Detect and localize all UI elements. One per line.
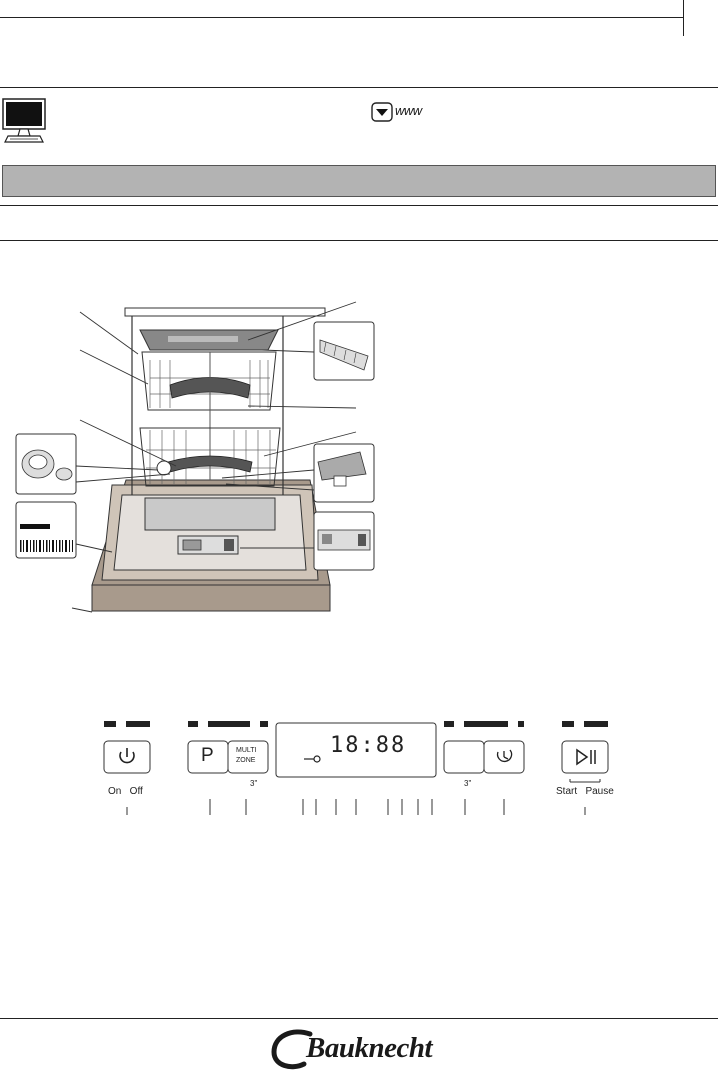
section-rule-1	[0, 87, 718, 88]
www-label: www	[395, 103, 422, 118]
door-base	[91, 584, 331, 612]
dropdown-arrow-icon	[371, 102, 393, 122]
key-icon	[304, 755, 321, 763]
dishwasher-diagram	[0, 290, 390, 630]
key-time: 3"	[250, 779, 258, 788]
section-band	[2, 165, 716, 197]
brand-swoosh-icon	[271, 1029, 313, 1070]
start-pause-button	[561, 740, 609, 774]
start-pause-label: Start Pause	[556, 786, 614, 797]
display-digits: 18:88	[330, 733, 407, 758]
multizone-button	[227, 740, 269, 774]
display-frame	[275, 722, 437, 778]
top-rule-tick	[683, 0, 684, 36]
power-icon	[119, 748, 135, 764]
multizone-line1: MULTI	[236, 747, 257, 754]
top-rule	[0, 17, 684, 18]
eco-button	[443, 740, 485, 774]
multizone-line2: ZONE	[236, 757, 256, 764]
timer-icon	[496, 749, 513, 763]
play-pause-icon	[576, 748, 596, 766]
section-rule-2	[0, 205, 718, 206]
www-link[interactable]: www	[371, 102, 431, 122]
program-letter: P	[201, 745, 214, 766]
monitor-icon	[2, 98, 46, 144]
section-rule-3	[0, 240, 718, 241]
tablet-time: 3"	[464, 779, 472, 788]
footer-rule	[0, 1018, 718, 1019]
control-panel-diagram: P MULTI ZONE 3" 18:88 3" On Off Start Pa…	[100, 715, 660, 825]
brand-logo: Bauknecht	[270, 1028, 450, 1072]
on-off-label: On Off	[108, 786, 143, 797]
brand-name: Bauknecht	[306, 1032, 433, 1064]
